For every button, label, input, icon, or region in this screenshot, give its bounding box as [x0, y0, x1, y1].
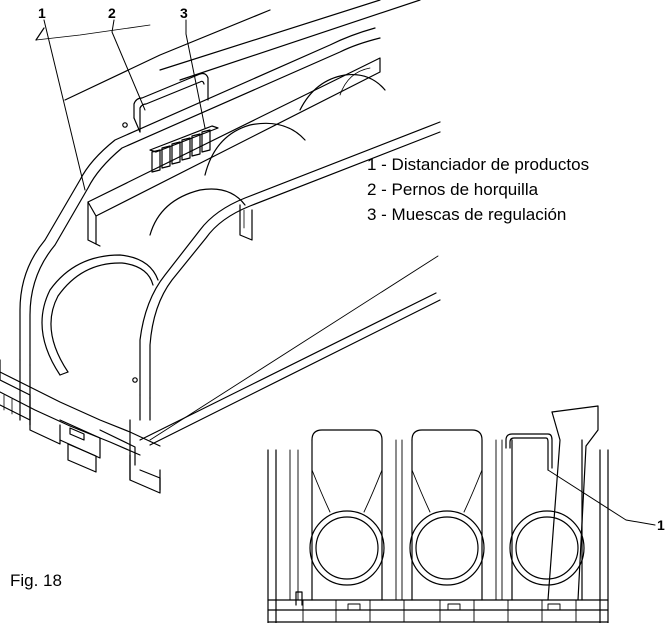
fork-pins — [133, 72, 209, 119]
legend-item-1: 1 - Distanciador de productos — [367, 155, 590, 174]
tray-front-rail — [0, 359, 31, 421]
detail-leader — [547, 469, 656, 526]
parts-legend: 1 - Distanciador de productos 2 - Pernos… — [367, 152, 589, 227]
tray-rear-rail — [159, 0, 381, 71]
detail-callout-1: 1 — [657, 517, 665, 533]
product-slot-1 — [309, 429, 385, 601]
spiral-tray-front-view — [267, 405, 656, 623]
callout-leaders — [43, 19, 206, 191]
legend-item-3: 3 - Muescas de regulación — [367, 205, 567, 224]
tray-base — [149, 299, 441, 446]
product-slot-3 — [505, 405, 599, 601]
spiral-tray-perspective — [0, 0, 441, 494]
product-slot-2 — [409, 429, 485, 601]
legend-item-2: 2 - Pernos de horquilla — [367, 180, 539, 199]
spiral-arc-2 — [149, 188, 246, 236]
tray-side-wall — [19, 27, 376, 361]
callout-2: 2 — [108, 5, 116, 21]
figure-caption: Fig. 18 — [10, 571, 62, 590]
spiral-arc-1 — [41, 254, 159, 376]
callout-1: 1 — [38, 5, 46, 21]
product-distancer — [87, 57, 381, 217]
callout-3: 3 — [180, 5, 188, 21]
regulation-notches — [149, 125, 219, 173]
